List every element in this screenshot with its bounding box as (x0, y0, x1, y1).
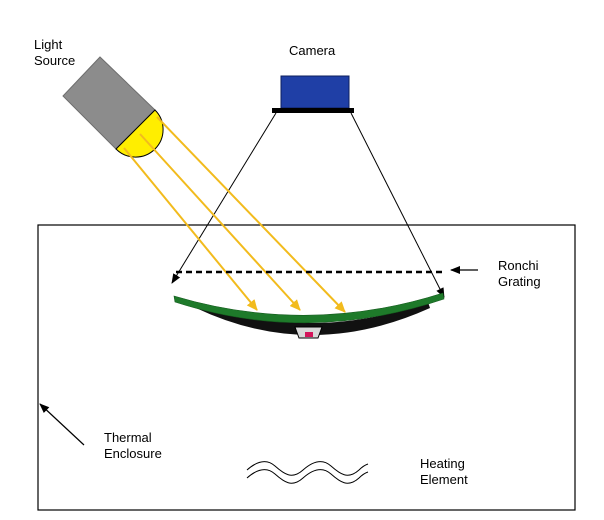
light-source-label-line-1: Light (34, 37, 63, 52)
thermal-enclosure-pointer-arrow (39, 403, 85, 446)
sample-top-layer (173, 292, 445, 324)
camera-mount (272, 108, 354, 113)
sample-assembly (173, 292, 445, 339)
camera-view-line-right (350, 112, 445, 298)
thermal-enclosure-label: Thermal Enclosure (104, 430, 162, 462)
thermal-enclosure-label-line-1: Thermal (104, 430, 152, 445)
light-ray (139, 133, 301, 311)
heating-element-label-line-1: Heating (420, 456, 465, 471)
light-source-label-line-2: Source (34, 53, 76, 68)
heating-element-wave (246, 469, 369, 484)
heating-element-label-line-2: Element (420, 472, 468, 487)
thermal-enclosure-box (37, 224, 576, 511)
thermal-enclosure-label-line-2: Enclosure (104, 446, 162, 461)
light-source-label: Light Source (34, 37, 75, 69)
ronchi-grating-label: Ronchi Grating (498, 258, 541, 290)
sample-substrate (194, 302, 430, 335)
sample-heater-dot (305, 332, 313, 337)
heating-element-label: Heating Element (420, 456, 468, 488)
ronchi-grating-label-line-2: Grating (498, 274, 541, 289)
ronchi-grating-label-line-1: Ronchi (498, 258, 539, 273)
heating-element-wave (246, 461, 369, 476)
camera-body (280, 75, 350, 109)
camera-label: Camera (289, 43, 336, 58)
camera-view-line-left (171, 112, 277, 284)
light-ray (156, 116, 346, 313)
light-ray (123, 147, 258, 311)
